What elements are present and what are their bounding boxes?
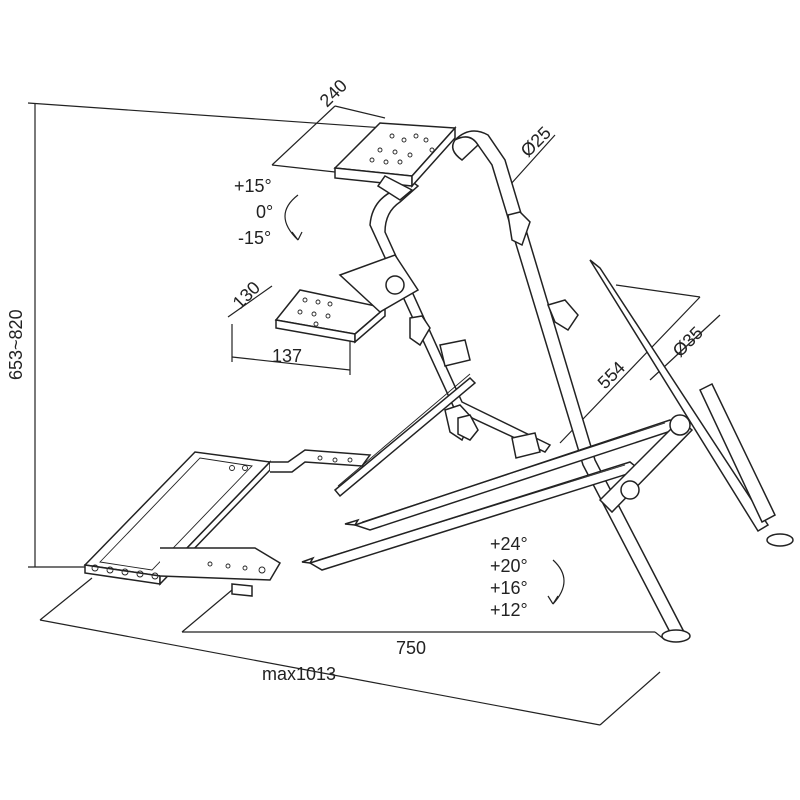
base-depth-label: 750 xyxy=(396,638,426,658)
plate-tilt-plus-label: +15° xyxy=(234,176,272,196)
max-length-label: max1013 xyxy=(262,664,336,684)
clamp-knobs xyxy=(409,211,579,459)
stand-frame xyxy=(301,130,794,643)
pedal-tray xyxy=(83,449,372,597)
rotation-arrows xyxy=(284,194,565,605)
arm-length-label: 554 xyxy=(594,357,629,392)
base-angle-12-label: +12° xyxy=(490,600,528,620)
shifter-plate-width-label: 137 xyxy=(272,346,302,366)
plate-tilt-minus-label: -15° xyxy=(238,228,271,248)
plate-tilt-zero-label: 0° xyxy=(256,202,273,222)
base-angle-16-label: +16° xyxy=(490,578,528,598)
dimension-lines xyxy=(27,102,721,726)
tube-diameter-small-label: Ø25 xyxy=(517,123,555,161)
shifter-plate-depth-label: 130 xyxy=(229,277,264,312)
pedal-plate-width-label: 240 xyxy=(316,75,351,110)
tube-diameter-large-label: Ø35 xyxy=(669,323,707,361)
shifter-plate xyxy=(274,254,420,344)
wheel-mount-plate xyxy=(333,122,457,201)
base-angle-20-label: +20° xyxy=(490,556,528,576)
height-range-label: 653~820 xyxy=(6,309,26,380)
base-angle-24-label: +24° xyxy=(490,534,528,554)
